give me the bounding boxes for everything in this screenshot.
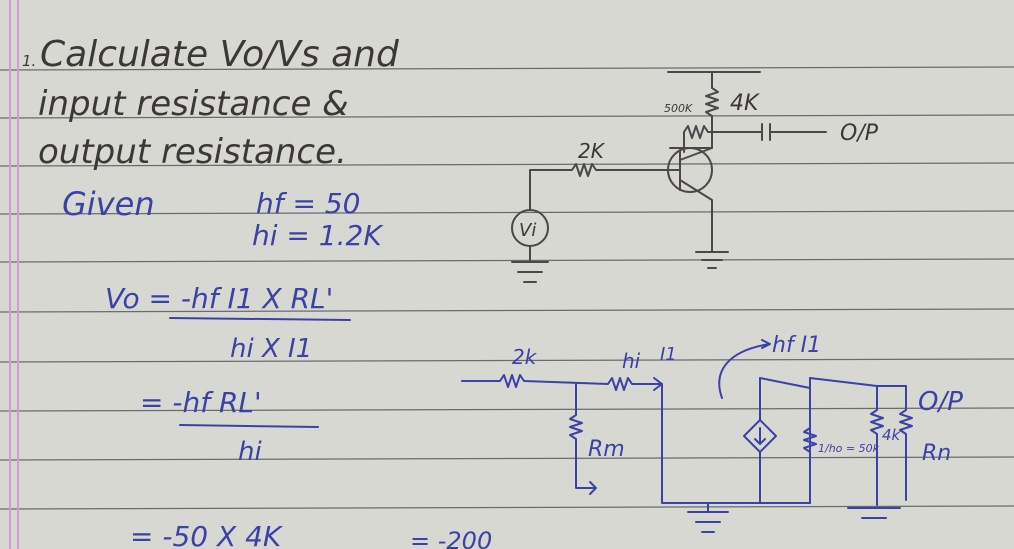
derivation-line-1-denominator: hi X I1: [230, 334, 312, 364]
equiv-hi-label: hi: [622, 349, 641, 373]
source-resistor-label: 2K: [578, 139, 606, 163]
question-number: 1.: [22, 52, 36, 70]
equiv-current-label: I1: [660, 344, 677, 365]
equiv-output-label: O/P: [918, 387, 963, 417]
source-label: Vi: [519, 220, 536, 241]
question-line-2: input resistance &: [38, 84, 349, 124]
output-label: O/P: [840, 121, 879, 146]
amplifier-circuit: Vi 4K 500K 2K O/P: [511, 71, 879, 283]
given-hf: hf = 50: [256, 187, 361, 220]
equiv-source-resistor-label: 2k: [512, 345, 538, 369]
derivation-result: = -200: [410, 527, 492, 549]
given-label: Given: [62, 185, 155, 223]
question-line-3: output resistance.: [38, 132, 347, 172]
derivation-line-2-denominator: hi: [238, 437, 262, 467]
equivalent-circuit: 2k hi I1 hf I1 1/ho = 50k 4k Rm Rn O/P: [461, 333, 963, 533]
given-hi: hi = 1.2K: [252, 219, 384, 252]
derivation-line-1: Vo = -hf I1 X RL': [105, 282, 333, 315]
question-line-1: Calculate Vo/Vs and: [40, 34, 400, 75]
ho-resistor-label: 1/ho = 50k: [818, 442, 880, 455]
load-resistor-label: 4k: [882, 426, 902, 444]
derivation-line-2: = -hf RL': [140, 386, 262, 419]
collector-resistor-label: 4K: [730, 91, 760, 116]
dependent-source-label: hf I1: [772, 333, 821, 358]
bias-resistor-label: 500K: [664, 102, 693, 115]
derivation-line-3: = -50 X 4K: [130, 520, 284, 549]
output-resistance-label: Rn: [922, 441, 951, 466]
input-resistance-label: Rm: [588, 437, 625, 462]
